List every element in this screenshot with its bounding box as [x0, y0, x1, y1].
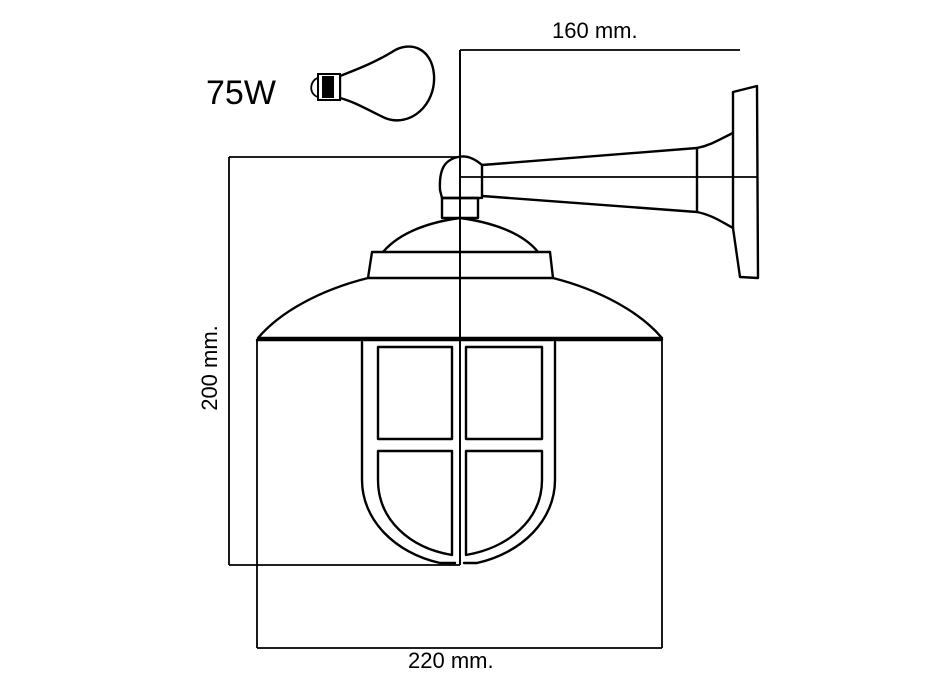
- height-dimension-label: 200 mm.: [197, 325, 222, 411]
- wall-plate: [731, 84, 760, 280]
- projection-dimension-label: 160 mm.: [552, 18, 638, 43]
- dimension-width: [256, 340, 663, 649]
- arm-joint: [438, 155, 484, 220]
- bracket-arm: [460, 131, 758, 230]
- light-bulb-icon: [310, 45, 436, 122]
- dimension-height: [228, 156, 460, 566]
- glass-globe-cage: [360, 340, 557, 565]
- width-dimension-label: 220 mm.: [408, 648, 494, 673]
- dimension-projection: [459, 49, 740, 565]
- wattage-label: 75W: [206, 74, 276, 112]
